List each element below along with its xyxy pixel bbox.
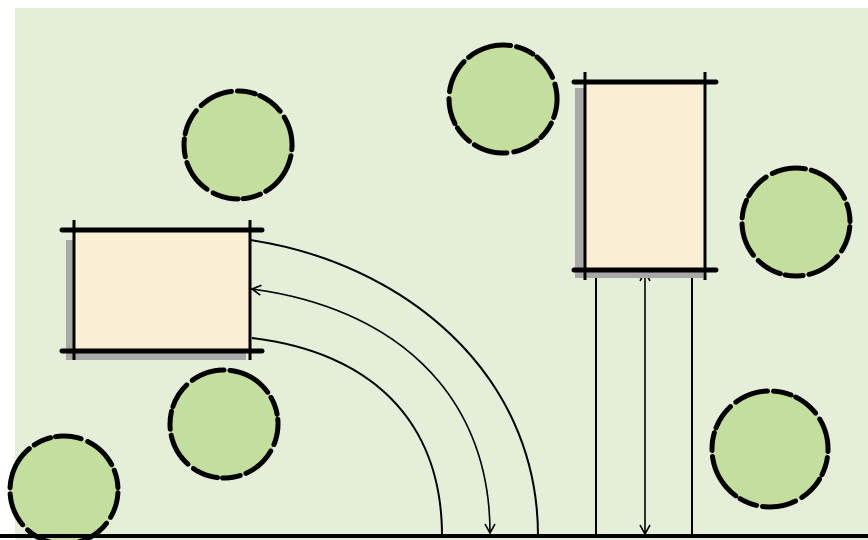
tree-top-center: [446, 42, 560, 156]
curved-driveway-center-arrow: [250, 284, 496, 535]
left-building-shadow-bottom: [66, 352, 246, 360]
tree-right-upper-canopy: [742, 168, 850, 276]
right-building-shadow-bottom: [575, 270, 703, 278]
right-building: [571, 72, 719, 280]
tree-right-lower: [709, 388, 831, 510]
tree-bottom-left-canopy: [10, 436, 118, 540]
tree-left-middle: [167, 367, 281, 481]
right-building-shadow: [575, 88, 585, 278]
tree-right-lower-outline: [709, 388, 831, 510]
tree-right-upper: [739, 165, 853, 279]
tree-top-left-outline: [181, 88, 295, 202]
left-building-footprint: [74, 230, 250, 351]
left-building-shadow: [66, 240, 74, 360]
tree-bottom-left-outline: [7, 433, 121, 540]
trees-group: [7, 42, 853, 540]
tree-left-middle-outline: [167, 367, 281, 481]
left-building: [59, 220, 265, 360]
tree-top-center-outline: [446, 42, 560, 156]
tree-left-middle-canopy: [170, 370, 278, 478]
tree-top-left-canopy: [184, 91, 292, 199]
tree-right-upper-outline: [739, 165, 853, 279]
tree-top-center-canopy: [449, 45, 557, 153]
tree-bottom-left: [7, 433, 121, 540]
curved-driveway-inner: [251, 337, 443, 537]
tree-top-left: [181, 88, 295, 202]
right-building-footprint: [585, 82, 705, 270]
tree-right-lower-canopy: [712, 391, 828, 507]
